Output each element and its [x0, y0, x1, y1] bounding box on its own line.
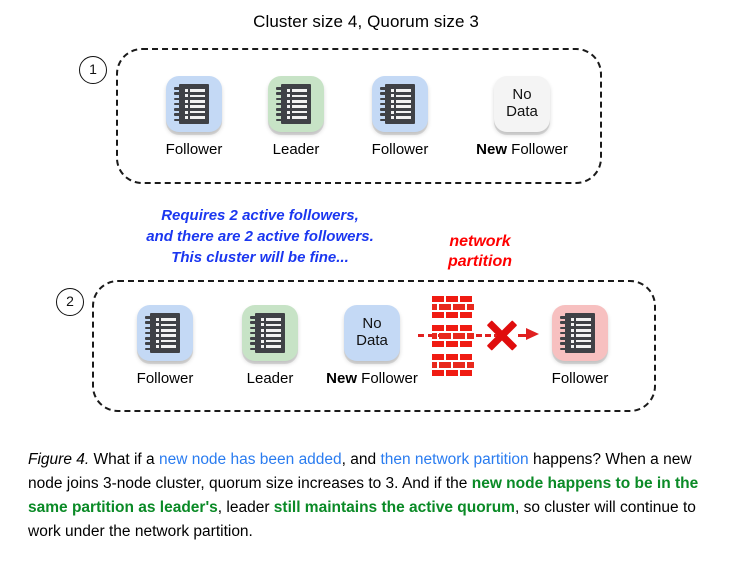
no-data-line-2: Data — [506, 103, 538, 120]
node-p1-new-follower[interactable]: No Data New Follower — [470, 76, 574, 158]
no-data-text: No Data — [494, 76, 550, 120]
node-p2-new-follower[interactable]: No Data New Follower — [320, 305, 424, 387]
node-tile — [372, 76, 428, 132]
no-data-line-1: No — [512, 86, 532, 103]
no-data-line-2: Data — [356, 332, 388, 349]
node-label: Follower — [371, 141, 429, 158]
network-partition-line-2: partition — [448, 253, 512, 270]
network-partition-graphic — [418, 296, 539, 386]
notebook-icon — [380, 84, 415, 124]
node-label: Leader — [246, 370, 294, 387]
blue-annotation-line-2: and there are 2 active followers. — [146, 228, 374, 245]
no-data-line-1: No — [362, 315, 382, 332]
node-label: Follower — [165, 141, 223, 158]
dashed-line-middle — [476, 334, 500, 337]
node-tile — [242, 305, 298, 361]
figure-caption: Figure 4. What if a new node has been ad… — [28, 448, 706, 544]
network-partition-line-1: network — [449, 233, 511, 250]
caption-highlight-green-1: new node happens to be in the same parti… — [28, 475, 699, 516]
step-badge-1: 1 — [79, 56, 107, 84]
node-label-rest: Follower — [356, 370, 418, 387]
brick-wall-icon-bottom — [432, 354, 474, 376]
node-label-bold: New — [476, 141, 507, 158]
notebook-icon — [276, 84, 311, 124]
node-tile — [137, 305, 193, 361]
caption-text-5: , so cluster will continue to work under… — [28, 499, 696, 540]
brick-wall-icon-middle — [432, 325, 474, 347]
node-label: Follower — [136, 370, 194, 387]
no-data-text: No Data — [344, 305, 400, 349]
node-tile: No Data — [494, 76, 550, 132]
node-label: New Follower — [320, 370, 424, 387]
step-badge-2: 2 — [56, 288, 84, 316]
arrow-head-icon — [526, 328, 539, 340]
node-label-bold: New — [326, 370, 357, 387]
caption-highlight-blue-2: then network partition — [380, 451, 529, 468]
dashed-line-right — [518, 334, 528, 337]
node-p1-leader[interactable]: Leader — [244, 76, 348, 158]
blue-annotation-line-1: Requires 2 active followers, — [161, 207, 359, 224]
node-tile — [552, 305, 608, 361]
caption-highlight-blue-1: new node has been added — [158, 451, 342, 468]
notebook-icon — [174, 84, 209, 124]
notebook-icon — [560, 313, 595, 353]
notebook-icon — [250, 313, 285, 353]
node-p1-follower-2[interactable]: Follower — [348, 76, 452, 158]
node-p2-leader[interactable]: Leader — [218, 305, 322, 387]
node-p2-partitioned-follower[interactable]: Follower — [528, 305, 632, 387]
node-tile: No Data — [344, 305, 400, 361]
blue-annotation-line-3: This cluster will be fine... — [171, 249, 349, 266]
blue-annotation: Requires 2 active followers, and there a… — [60, 205, 460, 268]
node-label: Leader — [272, 141, 320, 158]
caption-text-1: What if a — [89, 451, 159, 468]
node-p2-follower-1[interactable]: Follower — [113, 305, 217, 387]
node-label: Follower — [551, 370, 609, 387]
caption-text-3: happens? When a new node joins 3-node cl… — [28, 451, 692, 492]
caption-figure-number: Figure 4. — [28, 451, 90, 468]
network-partition-label: network partition — [400, 232, 560, 272]
caption-highlight-green-2: still maintains the active quorum — [273, 499, 515, 516]
caption-text-4: , leader — [217, 499, 274, 516]
node-tile — [268, 76, 324, 132]
node-label: New Follower — [470, 141, 574, 158]
node-label-rest: Follower — [506, 141, 568, 158]
caption-text-2: , and — [341, 451, 381, 468]
notebook-icon — [145, 313, 180, 353]
node-p1-follower-1[interactable]: Follower — [142, 76, 246, 158]
blocked-x-icon — [484, 317, 520, 353]
brick-wall-icon-top — [432, 296, 474, 318]
node-tile — [166, 76, 222, 132]
dashed-line-left — [418, 334, 444, 337]
diagram-title: Cluster size 4, Quorum size 3 — [253, 12, 479, 31]
